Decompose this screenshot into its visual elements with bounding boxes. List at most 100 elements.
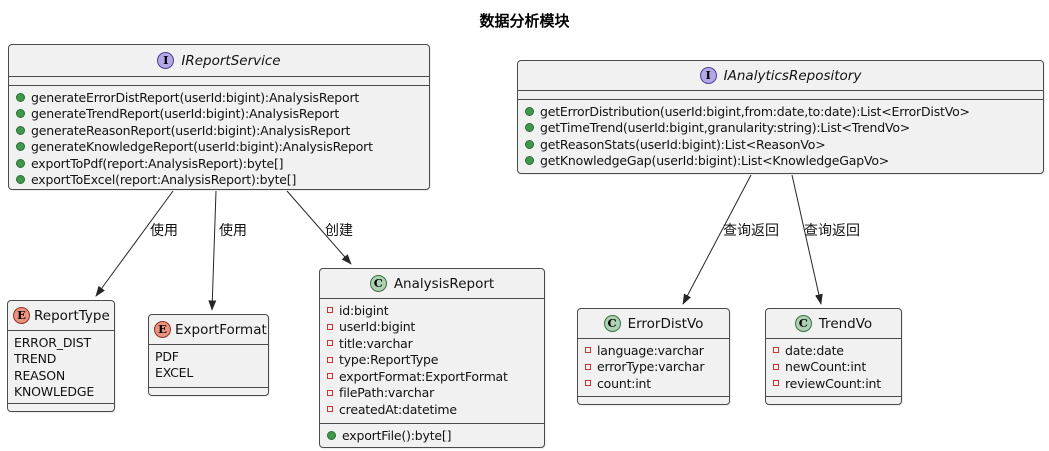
fields-compartment: language:varchar errorType:varchar count… bbox=[578, 339, 729, 396]
empty-methods-compartment bbox=[578, 396, 729, 404]
enum-value-row: PDF bbox=[149, 348, 268, 365]
method-text: exportToExcel(report:AnalysisReport):byt… bbox=[31, 172, 297, 188]
enum-box-exportformat: E ExportFormat PDF EXCEL bbox=[148, 314, 269, 396]
class-name: ReportType bbox=[34, 307, 110, 324]
enum-value-row: REASON bbox=[8, 367, 114, 384]
private-field-icon bbox=[585, 380, 591, 387]
empty-methods-compartment bbox=[8, 403, 114, 411]
method-row: getErrorDistribution(userId:bigint,from:… bbox=[518, 103, 1043, 120]
class-header: C TrendVo bbox=[766, 309, 901, 339]
private-field-icon bbox=[773, 380, 779, 387]
stereotype-letter: E bbox=[17, 307, 26, 322]
empty-methods-compartment bbox=[149, 387, 268, 395]
method-row: getTimeTrend(userId:bigint,granularity:s… bbox=[518, 120, 1043, 137]
public-method-icon bbox=[16, 142, 25, 152]
private-field-icon bbox=[585, 363, 591, 370]
stereotype-letter: I bbox=[163, 52, 169, 67]
field-row: newCount:int bbox=[766, 359, 901, 376]
field-text: id:bigint bbox=[339, 302, 389, 318]
class-header: E ReportType bbox=[8, 301, 114, 331]
interface-icon: I bbox=[699, 67, 717, 84]
arrow-service-to-reporttype bbox=[95, 190, 174, 297]
class-header: I IReportService bbox=[9, 45, 429, 77]
private-field-icon bbox=[327, 406, 333, 413]
empty-methods-compartment bbox=[766, 396, 901, 404]
edge-label-create: 创建 bbox=[325, 223, 353, 239]
private-field-icon bbox=[327, 389, 333, 396]
field-text: createdAt:datetime bbox=[339, 401, 457, 417]
class-box-analysisreport: C AnalysisReport id:bigint userId:bigint… bbox=[319, 268, 545, 448]
interface-box-ireportservice: I IReportService generateErrorDistReport… bbox=[8, 44, 430, 190]
class-name: IReportService bbox=[181, 52, 281, 69]
method-text: generateKnowledgeReport(userId:bigint):A… bbox=[31, 139, 373, 155]
edge-label-use-2: 使用 bbox=[219, 223, 247, 239]
class-header: C ErrorDistVo bbox=[578, 309, 729, 339]
private-field-icon bbox=[585, 347, 591, 354]
methods-compartment: exportFile():byte[] bbox=[320, 422, 544, 448]
method-row: generateErrorDistReport(userId:bigint):A… bbox=[9, 89, 429, 106]
field-text: language:varchar bbox=[597, 342, 704, 358]
field-row: type:ReportType bbox=[320, 352, 544, 369]
methods-compartment: getErrorDistribution(userId:bigint,from:… bbox=[518, 100, 1043, 173]
class-icon: C bbox=[603, 315, 621, 332]
public-method-icon bbox=[327, 431, 336, 441]
method-text: getTimeTrend(userId:bigint,granularity:s… bbox=[540, 120, 911, 136]
enum-value-text: ERROR_DIST bbox=[14, 334, 91, 350]
private-field-icon bbox=[773, 347, 779, 354]
enum-icon: E bbox=[13, 307, 30, 324]
method-text: generateTrendReport(userId:bigint):Analy… bbox=[31, 106, 340, 122]
edge-label-use-1: 使用 bbox=[150, 223, 178, 239]
enum-value-text: KNOWLEDGE bbox=[14, 384, 95, 400]
method-row: getReasonStats(userId:bigint):List<Reaso… bbox=[518, 136, 1043, 153]
private-field-icon bbox=[773, 363, 779, 370]
public-method-icon bbox=[16, 158, 25, 168]
enum-value-text: PDF bbox=[155, 348, 179, 364]
arrow-service-to-exportformat bbox=[208, 190, 217, 311]
enum-value-row: KNOWLEDGE bbox=[8, 384, 114, 401]
method-row: generateReasonReport(userId:bigint):Anal… bbox=[9, 122, 429, 139]
enum-value-row: EXCEL bbox=[149, 365, 268, 382]
interface-box-ianalyticsrepository: I IAnalyticsRepository getErrorDistribut… bbox=[517, 60, 1044, 174]
class-header: I IAnalyticsRepository bbox=[518, 61, 1043, 91]
method-row: exportFile():byte[] bbox=[320, 428, 544, 445]
empty-fields-compartment bbox=[518, 91, 1043, 100]
field-row: date:date bbox=[766, 342, 901, 359]
method-text: exportToPdf(report:AnalysisReport):byte[… bbox=[31, 155, 284, 171]
enum-values-compartment: PDF EXCEL bbox=[149, 345, 268, 387]
method-text: getKnowledgeGap(userId:bigint):List<Know… bbox=[540, 153, 890, 169]
field-text: newCount:int bbox=[785, 359, 867, 375]
diagram-title: 数据分析模块 bbox=[479, 12, 570, 30]
public-method-icon bbox=[16, 125, 25, 135]
enum-value-text: REASON bbox=[14, 367, 66, 383]
private-field-icon bbox=[327, 307, 333, 314]
class-name: TrendVo bbox=[818, 315, 873, 332]
edge-label-query-return-1: 查询返回 bbox=[723, 223, 779, 239]
method-row: generateKnowledgeReport(userId:bigint):A… bbox=[9, 139, 429, 156]
private-field-icon bbox=[327, 340, 333, 347]
field-row: title:varchar bbox=[320, 335, 544, 352]
field-text: date:date bbox=[785, 342, 844, 358]
method-text: getReasonStats(userId:bigint):List<Reaso… bbox=[540, 136, 826, 152]
field-text: reviewCount:int bbox=[785, 375, 881, 391]
class-name: IAnalyticsRepository bbox=[723, 67, 862, 84]
public-method-icon bbox=[16, 109, 25, 119]
method-text: getErrorDistribution(userId:bigint,from:… bbox=[540, 103, 970, 119]
field-text: errorType:varchar bbox=[597, 359, 705, 375]
field-text: exportFormat:ExportFormat bbox=[339, 368, 508, 384]
enum-box-reporttype: E ReportType ERROR_DIST TREND REASON KNO… bbox=[7, 300, 115, 412]
interface-icon: I bbox=[157, 52, 175, 69]
method-text: generateErrorDistReport(userId:bigint):A… bbox=[31, 89, 360, 105]
field-row: id:bigint bbox=[320, 302, 544, 319]
field-row: count:int bbox=[578, 375, 729, 392]
field-row: errorType:varchar bbox=[578, 359, 729, 376]
field-row: language:varchar bbox=[578, 342, 729, 359]
class-icon: C bbox=[369, 275, 387, 292]
enum-icon: E bbox=[154, 321, 171, 338]
field-row: reviewCount:int bbox=[766, 375, 901, 392]
class-name: AnalysisReport bbox=[393, 275, 495, 292]
field-row: filePath:varchar bbox=[320, 385, 544, 402]
methods-compartment: generateErrorDistReport(userId:bigint):A… bbox=[9, 86, 429, 189]
fields-compartment: date:date newCount:int reviewCount:int bbox=[766, 339, 901, 396]
fields-compartment: id:bigint userId:bigint title:varchar ty… bbox=[320, 299, 544, 423]
